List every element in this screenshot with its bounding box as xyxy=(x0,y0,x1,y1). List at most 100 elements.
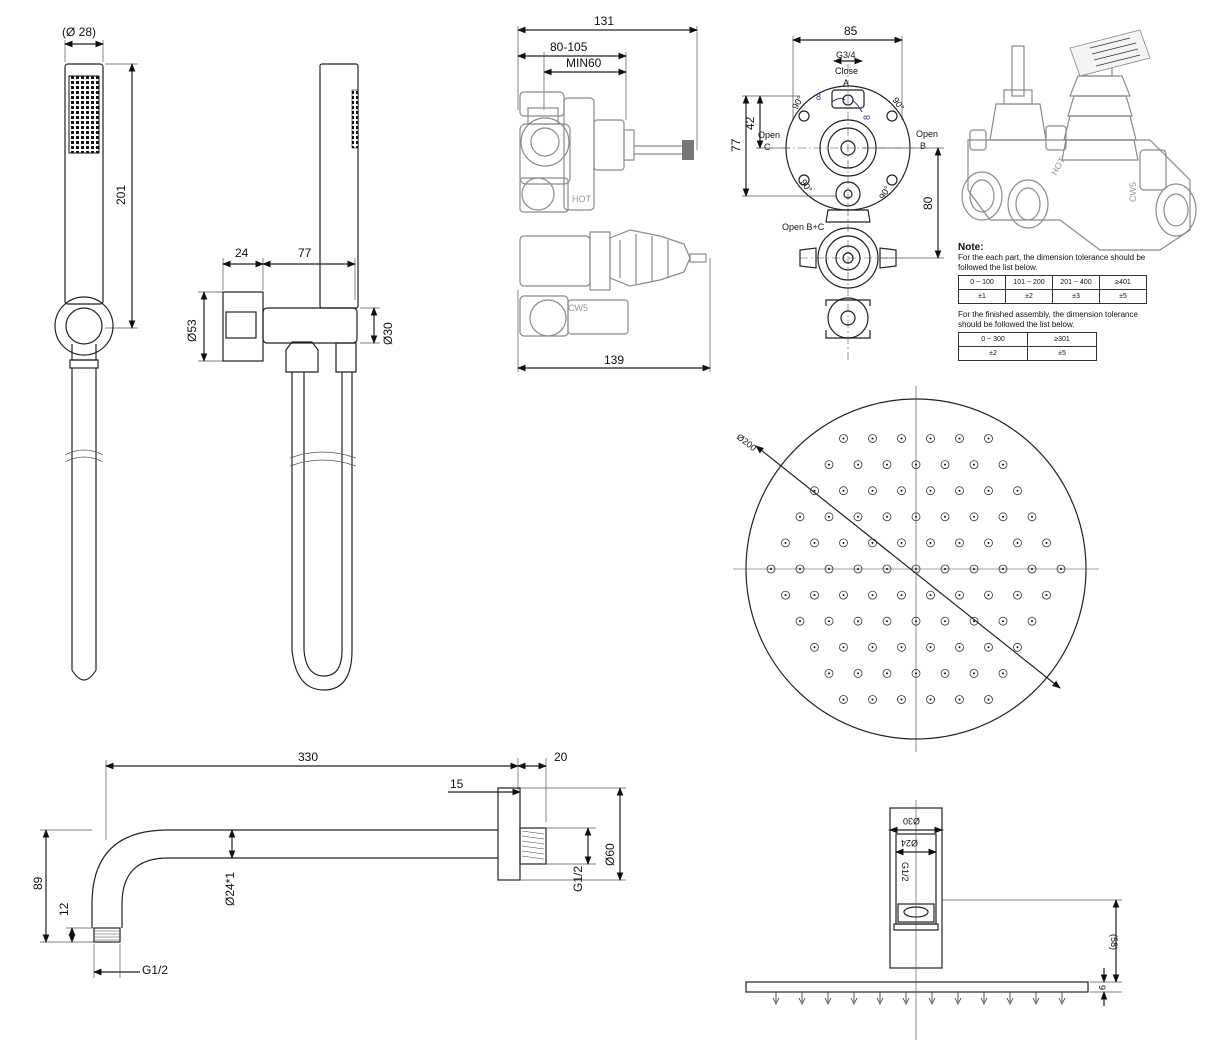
shower-head-side-view: Ø30 Ø24 G1/2 (58) 9 xyxy=(745,800,1122,1040)
nozzle xyxy=(969,669,979,678)
nozzle-center xyxy=(973,463,975,466)
nozzle xyxy=(955,695,964,704)
nozzle xyxy=(955,486,964,496)
nozzle-center xyxy=(857,620,859,623)
nozzle xyxy=(969,564,979,574)
nozzle-center xyxy=(958,698,961,701)
nozzle-center xyxy=(929,541,932,544)
nozzle-center xyxy=(1002,568,1004,570)
nozzle xyxy=(926,590,935,600)
nozzle xyxy=(897,695,906,704)
nozzle-center xyxy=(799,620,801,623)
head-height-label: (58) xyxy=(1109,934,1119,950)
nozzle-center xyxy=(987,489,990,492)
note-part-text: For the each part, the dimension toleran… xyxy=(958,253,1146,272)
mixer-overall-depth-label: 131 xyxy=(594,14,614,28)
outlet-depth-label: 24 xyxy=(235,246,249,260)
nozzle-tip xyxy=(928,992,936,1005)
table-cell: ≥301 xyxy=(1027,332,1097,347)
nozzle xyxy=(911,564,921,574)
nozzle xyxy=(984,538,993,548)
nozzle-center xyxy=(929,594,932,597)
assembly-tolerance-table: 0 ~ 300 ≥301 ±2 ±5 xyxy=(958,332,1097,361)
nozzle-center xyxy=(842,437,845,440)
nozzle xyxy=(1013,642,1022,652)
nozzle xyxy=(1042,590,1051,600)
nozzle-center xyxy=(871,698,874,701)
nozzle xyxy=(998,564,1008,574)
nozzle-center xyxy=(828,568,830,570)
nozzle xyxy=(940,512,950,522)
nozzle xyxy=(955,538,964,548)
nozzle xyxy=(984,434,993,443)
nozzle xyxy=(1013,486,1022,496)
nozzle xyxy=(868,590,877,600)
nozzle xyxy=(1056,564,1066,574)
nozzle xyxy=(839,434,848,443)
nozzle-center xyxy=(987,437,990,440)
nozzle-center xyxy=(944,672,946,675)
nozzle-center xyxy=(929,437,932,440)
nozzle-center xyxy=(813,646,816,649)
nozzle xyxy=(882,460,892,470)
table-cell: ±2 xyxy=(958,346,1028,361)
nozzle xyxy=(1013,538,1022,548)
head-outer-diameter-label: Ø30 xyxy=(903,816,920,826)
nozzle xyxy=(1027,616,1037,626)
nozzle xyxy=(897,590,906,600)
mixer-side-view: 131 80-105 MIN60 xyxy=(517,14,711,372)
table-row: ±2 ±5 xyxy=(958,346,1097,361)
nozzle xyxy=(781,538,790,548)
nozzle-center xyxy=(770,568,772,570)
nozzle xyxy=(998,616,1008,626)
nozzle-center xyxy=(1002,620,1004,623)
nozzle-center xyxy=(915,672,917,675)
nozzle xyxy=(911,669,921,678)
tolerance-note: Note: For the each part, the dimension t… xyxy=(958,243,1158,367)
nozzle-center xyxy=(799,568,801,570)
nozzle xyxy=(969,616,979,626)
nozzle xyxy=(839,642,848,652)
nozzle-tip xyxy=(850,992,858,1005)
nozzle-center xyxy=(813,541,816,544)
nozzle-center xyxy=(958,437,961,440)
nozzle-tip xyxy=(1058,992,1066,1005)
nozzle xyxy=(998,460,1008,470)
nozzle xyxy=(868,486,877,496)
nozzle-center xyxy=(1031,515,1033,518)
shower-head-nozzle-grid xyxy=(766,434,1066,704)
table-cell: ±1 xyxy=(958,289,1006,304)
nozzle xyxy=(839,590,848,600)
valve-render-cw-mark: CW5 xyxy=(1128,182,1138,202)
mixer-port-c-label: C xyxy=(764,142,771,152)
nozzle xyxy=(1042,538,1051,548)
holder-diameter-label: Ø30 xyxy=(381,322,395,345)
arm-flange-diameter-label: Ø60 xyxy=(603,843,617,866)
nozzle-center xyxy=(958,646,961,649)
nozzle-center xyxy=(1045,594,1048,597)
nozzle-center xyxy=(929,698,932,701)
nozzle xyxy=(781,590,790,600)
nozzle-center xyxy=(944,515,946,518)
nozzle-center xyxy=(944,568,946,570)
nozzle xyxy=(810,590,819,600)
valve-render-hot-mark: HOT xyxy=(1049,155,1067,177)
nozzle xyxy=(824,460,834,470)
nozzle-center xyxy=(871,594,874,597)
nozzle-center xyxy=(1002,515,1004,518)
nozzle xyxy=(810,486,819,496)
nozzle xyxy=(795,616,805,626)
nozzle-center xyxy=(886,672,888,675)
table-cell: 101 ~ 200 xyxy=(1005,275,1053,290)
nozzle xyxy=(926,486,935,496)
nozzle xyxy=(911,512,921,522)
valve-3d-render: HOT CW5 xyxy=(961,29,1197,251)
nozzle-center xyxy=(929,489,932,492)
nozzle-center xyxy=(900,594,903,597)
nozzle xyxy=(1013,590,1022,600)
nozzle-center xyxy=(857,463,859,466)
mixer-angle-label-br: 90° xyxy=(877,184,893,201)
nozzle xyxy=(897,538,906,548)
wall-outlet-side-view: 24 77 Ø53 Ø30 xyxy=(185,63,395,691)
mixer-thread-label: G3/4 xyxy=(836,50,856,60)
